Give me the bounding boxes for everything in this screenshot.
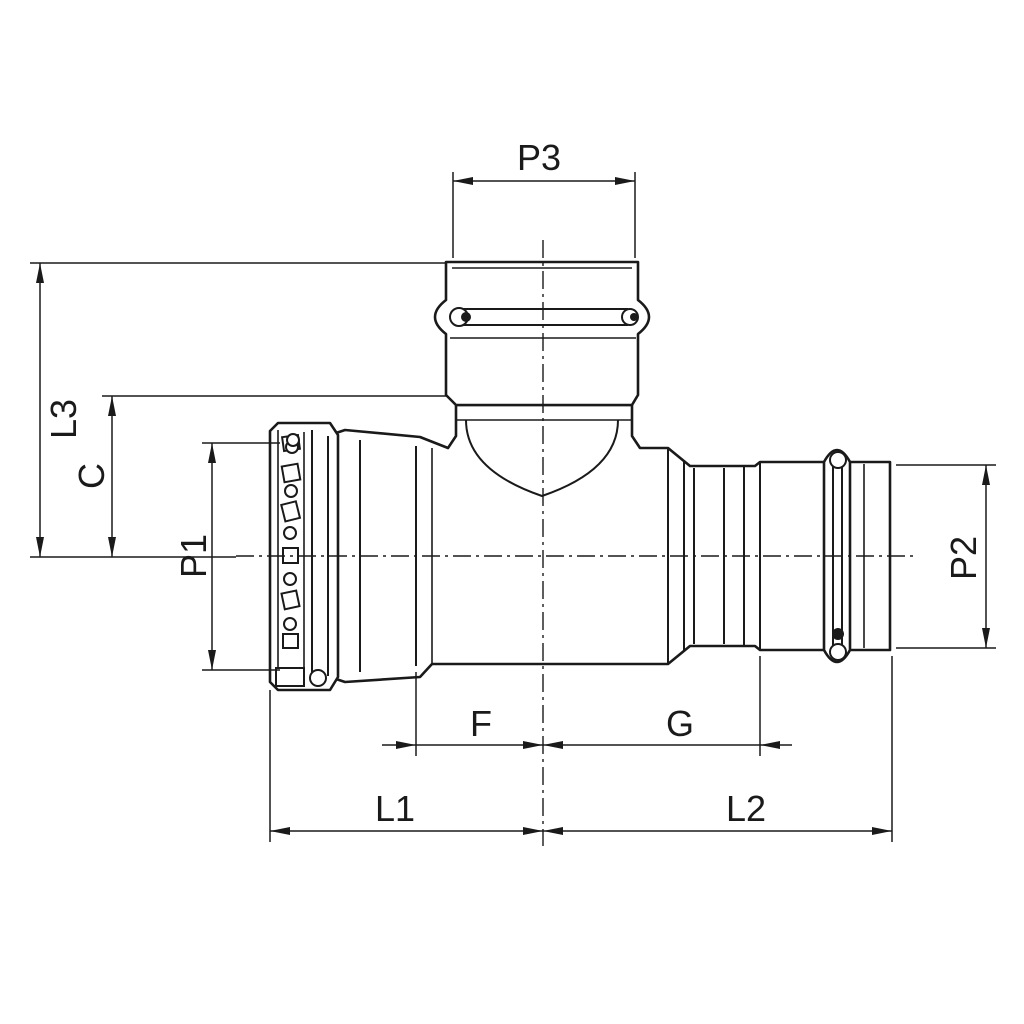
dimension-label-g: G — [666, 703, 694, 744]
right-oring-dot — [832, 628, 844, 640]
grip-element — [280, 589, 301, 611]
dimension-p1: P1 — [173, 442, 280, 671]
dimension-l1: L1 — [269, 690, 543, 842]
dimension-l2: L2 — [543, 656, 893, 842]
grip-ball — [283, 572, 297, 586]
left-socket-base — [275, 667, 305, 687]
branch-socket — [433, 260, 651, 407]
dimension-label-c: C — [71, 463, 112, 489]
dimension-label-p3: P3 — [517, 137, 561, 178]
branch-oring-left-dot — [461, 312, 471, 322]
dimension-label-p1: P1 — [173, 534, 214, 578]
tee-body-outline — [328, 403, 892, 684]
grip-element — [282, 633, 299, 649]
branch-saddle-curve — [465, 419, 619, 498]
dimension-p3: P3 — [452, 137, 636, 258]
left-oring-top — [286, 433, 300, 447]
grip-element — [280, 500, 302, 523]
dimension-f: F — [382, 672, 543, 756]
grip-element — [280, 462, 302, 484]
dimension-l3: L3 — [30, 262, 446, 558]
grip-ball — [283, 526, 297, 540]
tee-fitting — [268, 260, 892, 692]
right-oring-bottom — [829, 643, 847, 661]
dimension-label-l3: L3 — [43, 399, 84, 439]
grip-ball — [283, 617, 297, 631]
dimension-label-l2: L2 — [726, 788, 766, 829]
branch-oring-right-dot — [630, 313, 638, 321]
dimension-c: C — [71, 395, 446, 557]
dimension-p2: P2 — [896, 464, 996, 649]
left-oring-bottom — [309, 669, 327, 687]
dimension-g: G — [543, 656, 792, 756]
dimension-label-l1: L1 — [375, 788, 415, 829]
right-oring-top — [829, 451, 847, 469]
grip-ring — [275, 433, 327, 687]
grip-ball — [284, 484, 298, 498]
dimension-label-p2: P2 — [943, 536, 984, 580]
dimension-label-f: F — [470, 703, 492, 744]
